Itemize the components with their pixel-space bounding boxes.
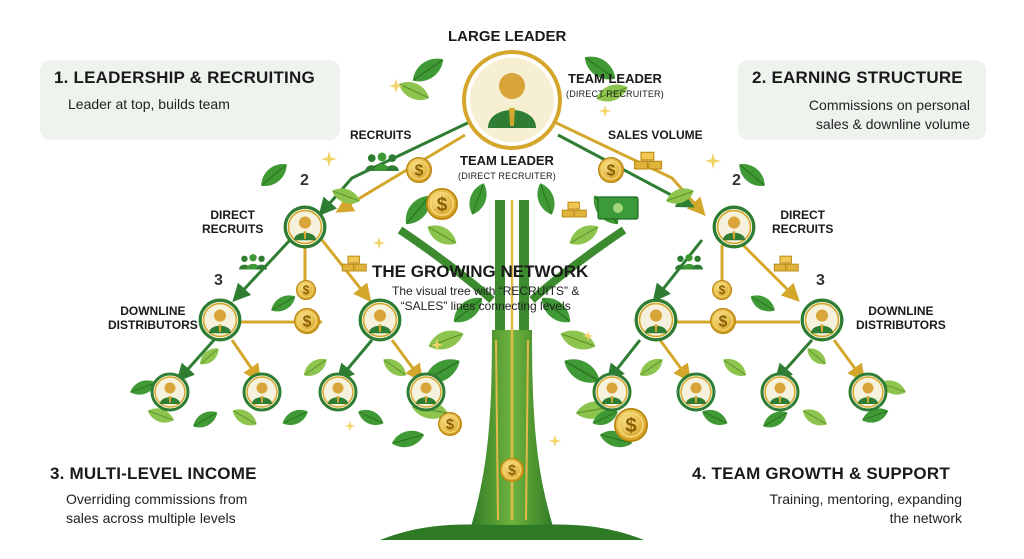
level-3-left: 3 <box>214 272 223 289</box>
direct-recruits-left-line2: RECRUITS <box>202 222 264 236</box>
money-bill-icon <box>597 196 639 220</box>
panel-3-title: 3. MULTI-LEVEL INCOME <box>50 464 257 483</box>
sparkle-icon <box>704 152 722 170</box>
network-description-line2: “SALES” lines connecting levels <box>400 299 571 313</box>
person-icon <box>406 372 446 412</box>
downline-left-line1: DOWNLINE <box>120 304 186 318</box>
group-icon <box>239 254 267 270</box>
money-icons <box>239 151 799 272</box>
dollar-coin-icon <box>294 308 320 334</box>
sparkle-icon <box>320 150 338 168</box>
direct-recruits-right-label: DIRECT RECRUITS <box>772 208 833 236</box>
person-icon-downline-right-2 <box>800 298 844 342</box>
panel-2-text: Commissions on personal sales & downline… <box>758 96 970 134</box>
panel-card-earning <box>738 60 986 140</box>
downline-left-label: DOWNLINE DISTRIBUTORS <box>108 304 198 332</box>
recruit-line-top-right <box>557 133 695 208</box>
direct-recruits-left-line1: DIRECT <box>210 208 255 222</box>
level-2-right: 2 <box>732 172 741 189</box>
team-leader-main-label: TEAM LEADER (DIRECT RECRUITER) <box>566 72 664 101</box>
person-icon <box>676 372 716 412</box>
panel-card-leadership <box>40 60 340 140</box>
person-icon-top-leader <box>462 50 562 150</box>
dollar-coin-icon <box>710 308 736 334</box>
person-icon <box>760 372 800 412</box>
dollar-coin-icon <box>296 280 316 300</box>
direct-recruits-left-label: DIRECT RECRUITS <box>202 208 263 236</box>
downline-right-label: DOWNLINE DISTRIBUTORS <box>856 304 946 332</box>
sales-line-top-left <box>335 133 466 213</box>
direct-recruits-right-line2: RECRUITS <box>772 222 834 236</box>
person-nodes <box>150 50 888 412</box>
panel-2-title: 2. EARNING STRUCTURE <box>752 68 963 87</box>
person-icon-downline-left-1 <box>198 298 242 342</box>
panel-2-line2: sales & downline volume <box>815 116 970 132</box>
panel-4-line2: the network <box>889 510 962 526</box>
level-2-left: 2 <box>300 172 309 189</box>
recruits-line-label: RECRUITS <box>350 128 412 142</box>
dollar-coin-icon <box>712 280 732 300</box>
dollar-coin-icon <box>406 157 432 183</box>
sparkle-icon <box>372 236 386 250</box>
direct-recruits-right-line1: DIRECT <box>780 208 825 222</box>
dollar-coin-icon <box>614 408 648 442</box>
downline-right-line2: DISTRIBUTORS <box>856 318 946 332</box>
panel-3-line1: Overriding commissions from <box>66 491 248 507</box>
panel-1-title: 1. LEADERSHIP & RECRUITING <box>54 68 315 87</box>
person-icon <box>848 372 888 412</box>
dollar-coin-icon <box>438 412 462 436</box>
downline-right-line1: DOWNLINE <box>868 304 934 318</box>
leaf-icon <box>407 51 449 89</box>
team-leader-main-sub: (DIRECT RECRUITER) <box>566 89 664 99</box>
large-leader-label: LARGE LEADER <box>448 28 567 45</box>
downline-left-line2: DISTRIBUTORS <box>108 318 198 332</box>
dollar-coin-icon <box>598 157 624 183</box>
person-icon-downline-right-1 <box>634 298 678 342</box>
person-icon <box>242 372 282 412</box>
group-icon <box>675 254 703 270</box>
panel-4-title: 4. TEAM GROWTH & SUPPORT <box>692 464 950 483</box>
person-icon <box>318 372 358 412</box>
person-icon <box>150 372 190 412</box>
level-3-right: 3 <box>816 272 825 289</box>
person-icon-direct-left <box>283 205 327 249</box>
tree-trunk <box>380 200 644 540</box>
panel-2-line1: Commissions on personal <box>808 97 970 113</box>
panel-4-line1: Training, mentoring, expanding <box>769 491 963 507</box>
panel-3-text: Overriding commissions from sales across… <box>66 490 247 528</box>
gold-bars-icon <box>561 201 587 218</box>
panel-4-text: Training, mentoring, expanding the netwo… <box>700 490 963 528</box>
team-leader-center-sub: (DIRECT RECRUITER) <box>458 171 556 181</box>
gold-bars-icon <box>773 255 799 272</box>
recruit-line-top-left <box>318 116 479 217</box>
panel-3-line2: sales across multiple levels <box>66 510 236 526</box>
group-icon <box>365 152 399 171</box>
sales-volume-line-label: SALES VOLUME <box>608 128 703 142</box>
team-leader-main-title: TEAM LEADER <box>568 71 662 86</box>
sparkle-icon <box>344 420 356 432</box>
dollar-coin-icon <box>500 458 524 482</box>
network-description-line1: The visual tree with “RECRUITS” & <box>392 284 580 298</box>
panel-1-text: Leader at top, builds team <box>68 96 230 112</box>
gold-bars-icon <box>341 255 367 272</box>
team-leader-center-title: TEAM LEADER <box>460 153 554 168</box>
team-leader-center-label: TEAM LEADER (DIRECT RECRUITER) <box>458 154 556 183</box>
person-icon <box>592 372 632 412</box>
dollar-coin-icon <box>426 188 458 220</box>
sparkle-icon <box>388 78 404 94</box>
network-description: The visual tree with “RECRUITS” & “SALES… <box>392 284 579 314</box>
sparkle-icon <box>598 104 612 118</box>
network-title: THE GROWING NETWORK <box>372 262 589 281</box>
person-icon-direct-right <box>712 205 756 249</box>
sparkle-icon <box>548 434 562 448</box>
